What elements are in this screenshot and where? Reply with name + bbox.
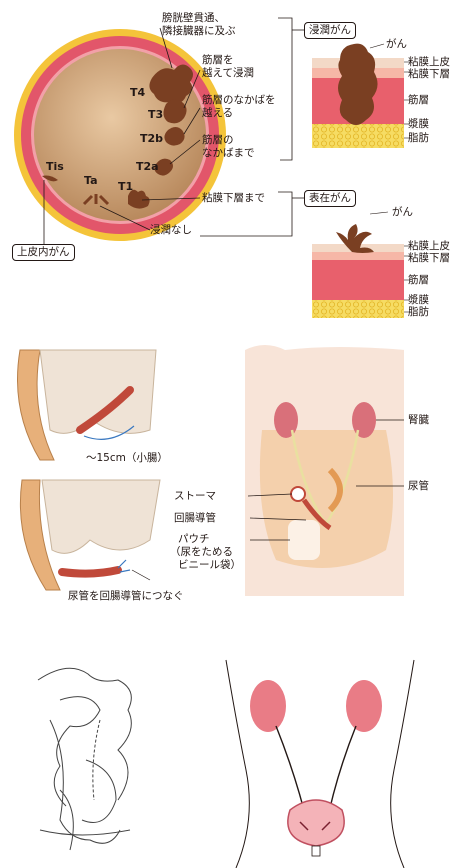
tumor-tis bbox=[42, 175, 58, 182]
stage-label-t3: T3 bbox=[148, 108, 164, 121]
callout-t3-line1: 筋層を bbox=[202, 54, 234, 66]
tumor-t1 bbox=[128, 189, 150, 209]
stage-label-tis: Tis bbox=[46, 160, 64, 173]
superficial-cancer-title: 表在がん bbox=[304, 190, 356, 207]
invasive-label-cancer: がん bbox=[386, 38, 407, 50]
ureter-label: 尿管 bbox=[408, 480, 429, 492]
superficial-label-submucosa: 粘膜下層 bbox=[408, 252, 450, 264]
invasive-label-mucosa: 粘膜上皮 bbox=[408, 56, 450, 68]
body-leaders bbox=[247, 419, 404, 541]
intestine-diagram-top bbox=[17, 349, 157, 461]
callout-ta: 浸潤なし bbox=[150, 224, 192, 236]
surgical-sketch bbox=[37, 667, 132, 851]
invasive-label-muscle: 筋層 bbox=[408, 94, 429, 106]
callout-t2b-line1: 筋層のなかばを bbox=[202, 94, 276, 106]
callout-lines bbox=[43, 17, 304, 248]
bladder-cross-section bbox=[14, 29, 226, 241]
pouch-label-line1: パウチ bbox=[178, 533, 210, 545]
callout-t2a-line1: 筋層の bbox=[202, 134, 234, 146]
callout-t2b-line2: 越える bbox=[202, 107, 234, 119]
stoma-label: ストーマ bbox=[174, 490, 216, 502]
ileal-conduit-label: 回腸導管 bbox=[174, 512, 216, 524]
connect-ureter-label: 尿管を回腸導管につなぐ bbox=[68, 590, 184, 602]
pouch-label-line3: ビニール袋） bbox=[178, 559, 241, 571]
tumor-t3 bbox=[163, 99, 187, 124]
stage-label-t2b: T2b bbox=[140, 132, 164, 145]
tumors bbox=[42, 64, 193, 209]
body-diagram bbox=[245, 345, 405, 596]
invasive-cancer-title: 浸潤がん bbox=[304, 22, 356, 39]
superficial-cancer-inset bbox=[312, 224, 404, 318]
callout-t2a-line2: なかばまで bbox=[202, 147, 255, 159]
invasive-label-fat: 脂肪 bbox=[408, 132, 429, 144]
pouch-label-line2: （尿をためる bbox=[170, 546, 233, 558]
superficial-label-mucosa: 粘膜上皮 bbox=[408, 240, 450, 252]
tumor-t4 bbox=[149, 64, 193, 104]
tumor-ta bbox=[82, 194, 110, 206]
stage-label-t2a: T2a bbox=[136, 160, 159, 173]
tumor-t2a bbox=[154, 158, 173, 176]
callout-t1: 粘膜下層まで bbox=[202, 192, 265, 204]
invasive-label-submucosa: 粘膜下層 bbox=[408, 68, 450, 80]
superficial-label-cancer: がん bbox=[392, 206, 413, 218]
callout-tis: 上皮内がん bbox=[12, 244, 75, 261]
invasive-label-serosa: 漿膜 bbox=[408, 118, 429, 130]
inset-leaders bbox=[369, 43, 410, 313]
callout-t4-line1: 膀胱壁貫通、 bbox=[162, 12, 225, 24]
stage-label-t4: T4 bbox=[130, 86, 146, 99]
callout-t3-line2: 越えて浸潤 bbox=[202, 67, 254, 79]
stage-label-t1: T1 bbox=[118, 180, 134, 193]
intestine-diagram-bottom bbox=[19, 479, 161, 591]
tumor-t2b bbox=[164, 127, 185, 146]
invasive-cancer-inset bbox=[312, 43, 404, 148]
superficial-label-fat: 脂肪 bbox=[408, 306, 429, 318]
intestine-length-label: 〜15cm（小腸） bbox=[86, 452, 168, 464]
kidney-label: 腎臓 bbox=[408, 414, 429, 426]
urinary-tract-outline bbox=[225, 659, 415, 868]
stage-label-ta: Ta bbox=[84, 174, 98, 187]
superficial-label-muscle: 筋層 bbox=[408, 274, 429, 286]
superficial-label-serosa: 漿膜 bbox=[408, 294, 429, 306]
callout-t4-line2: 隣接臓器に及ぶ bbox=[162, 25, 236, 37]
